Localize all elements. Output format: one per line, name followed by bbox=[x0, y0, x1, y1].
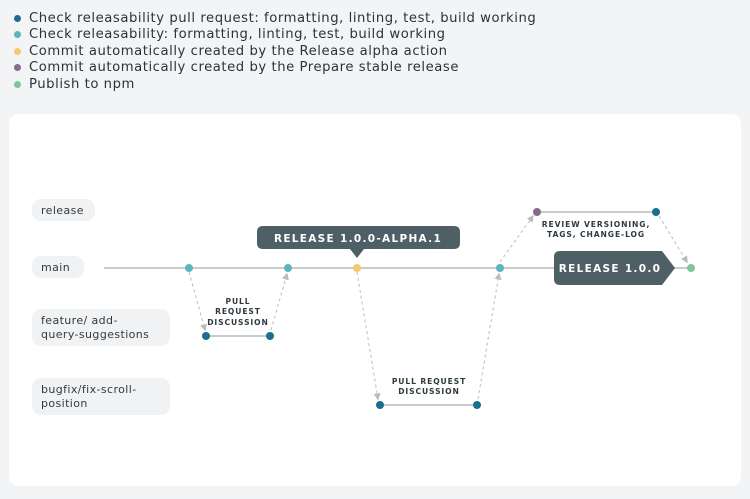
commit-pr-node bbox=[473, 401, 481, 409]
commit-publish-node bbox=[687, 264, 695, 272]
lane-label-bugfix-line2: position bbox=[41, 397, 88, 410]
legend-item: Check releasability: formatting, linting… bbox=[14, 27, 536, 43]
commit-pr-node bbox=[652, 208, 660, 216]
commit-pr-node bbox=[376, 401, 384, 409]
legend-dot-icon bbox=[14, 64, 21, 71]
commit-alpha-node bbox=[353, 264, 361, 272]
release-alpha-banner: RELEASE 1.0.0-ALPHA.1 bbox=[257, 226, 460, 258]
legend-item: Commit automatically created by the Rele… bbox=[14, 43, 536, 59]
review-line1: REVIEW VERSIONING, bbox=[542, 220, 650, 229]
legend-item: Commit automatically created by the Prep… bbox=[14, 60, 536, 76]
release-stable-banner: RELEASE 1.0.0 bbox=[554, 251, 675, 285]
arrow-bugfix-to-main bbox=[477, 272, 502, 400]
legend-label: Commit automatically created by the Prep… bbox=[29, 60, 460, 75]
legend-dot-icon bbox=[14, 47, 21, 55]
commit-pr-node bbox=[202, 332, 210, 340]
legend-dot-icon bbox=[14, 31, 21, 38]
diagram-panel bbox=[9, 114, 741, 486]
lane-bugfix: bugfix/fix-scroll- position bbox=[32, 378, 170, 415]
legend-dot-icon bbox=[14, 80, 21, 88]
review-versioning-note: REVIEW VERSIONING, TAGS, CHANGE-LOG bbox=[542, 220, 650, 239]
commit-check-node bbox=[185, 264, 193, 272]
release-alpha-label: RELEASE 1.0.0-ALPHA.1 bbox=[274, 233, 442, 245]
pr2-line1: PULL REQUEST bbox=[392, 377, 466, 386]
legend-dot-icon bbox=[14, 14, 21, 22]
pr2-line2: DISCUSSION bbox=[398, 387, 460, 396]
commit-prepare-node bbox=[533, 208, 541, 216]
pr-discussion-bugfix: PULL REQUEST DISCUSSION bbox=[392, 377, 466, 396]
legend-label: Commit automatically created by the Rele… bbox=[29, 43, 448, 59]
review-line2: TAGS, CHANGE-LOG bbox=[547, 230, 645, 239]
lane-feature: feature/ add- query-suggestions bbox=[32, 309, 170, 346]
lane-label-main: main bbox=[41, 261, 70, 274]
pr1-line3: DISCUSSION bbox=[207, 318, 269, 327]
lane-main: main bbox=[32, 256, 84, 278]
lane-pill bbox=[32, 309, 170, 346]
commit-check-node bbox=[284, 264, 292, 272]
lane-release: release bbox=[32, 199, 95, 221]
lane-label-release: release bbox=[41, 204, 84, 217]
arrow-release-to-main bbox=[658, 215, 688, 264]
lane-pill bbox=[32, 256, 84, 278]
arrow-main-to-bugfix bbox=[356, 271, 381, 401]
commit-check-node bbox=[496, 264, 504, 272]
legend-item: Publish to npm bbox=[14, 76, 536, 92]
lane-pill bbox=[32, 378, 170, 415]
legend-label: Publish to npm bbox=[29, 76, 135, 92]
legend-item: Check releasability pull request: format… bbox=[14, 10, 536, 26]
lane-label-feature-line1: feature/ add- bbox=[41, 314, 118, 327]
pr-discussion-feature: PULL REQUEST DISCUSSION bbox=[207, 297, 269, 327]
lane-label-feature-line2: query-suggestions bbox=[41, 328, 149, 341]
release-stable-label: RELEASE 1.0.0 bbox=[559, 263, 661, 275]
arrow-main-to-release bbox=[499, 214, 534, 263]
pr1-line2: REQUEST bbox=[215, 307, 261, 316]
lane-label-bugfix-line1: bugfix/fix-scroll- bbox=[41, 383, 137, 396]
pr1-line1: PULL bbox=[225, 297, 250, 306]
lane-pill bbox=[32, 199, 95, 221]
arrow-main-to-feature bbox=[188, 271, 207, 332]
legend-label: Check releasability pull request: format… bbox=[29, 10, 537, 26]
legend: Check releasability pull request: format… bbox=[14, 10, 536, 93]
arrow-feature-to-main bbox=[270, 272, 289, 331]
legend-label: Check releasability: formatting, linting… bbox=[29, 27, 446, 42]
commit-pr-node bbox=[266, 332, 274, 340]
